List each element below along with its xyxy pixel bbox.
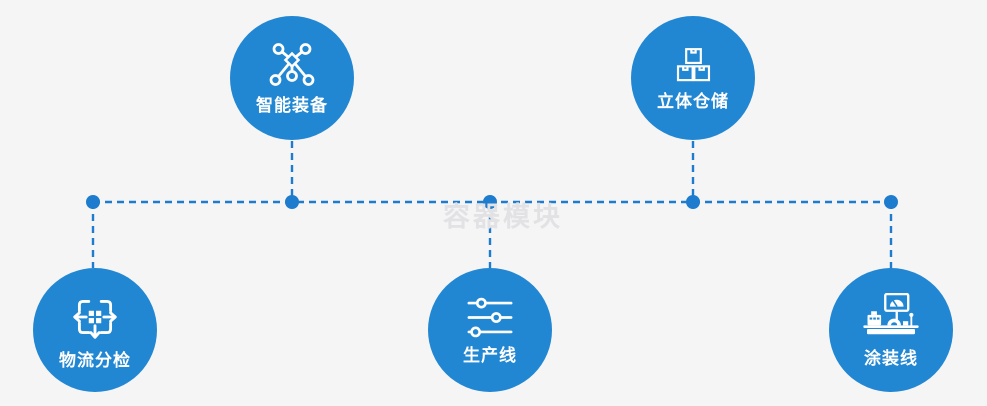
sliders-icon bbox=[467, 297, 513, 337]
node-warehouse: 立体仓储 bbox=[631, 16, 755, 140]
junction-dot bbox=[884, 195, 898, 209]
junction-dot bbox=[686, 195, 700, 209]
node-logistics-sorting: 物流分检 bbox=[33, 268, 157, 392]
node-painting-line: 涂装线 bbox=[829, 268, 953, 392]
node-smart-equipment: 智能装备 bbox=[230, 16, 354, 140]
sorting-arrows-icon bbox=[73, 299, 117, 339]
stacked-boxes-icon bbox=[676, 47, 710, 81]
network-nodes-icon bbox=[269, 43, 315, 86]
junction-dot bbox=[86, 195, 100, 209]
node-production-line: 生产线 bbox=[428, 268, 552, 392]
node-label: 生产线 bbox=[463, 345, 517, 365]
node-label: 涂装线 bbox=[864, 349, 918, 368]
node-label: 立体仓储 bbox=[657, 91, 729, 111]
junction-dot bbox=[483, 195, 497, 209]
node-label: 物流分检 bbox=[59, 351, 131, 370]
watermark-text: 容器模块 bbox=[443, 202, 563, 232]
machine-monitor-icon bbox=[863, 293, 919, 335]
node-label: 智能装备 bbox=[256, 96, 328, 115]
junction-dot bbox=[285, 195, 299, 209]
